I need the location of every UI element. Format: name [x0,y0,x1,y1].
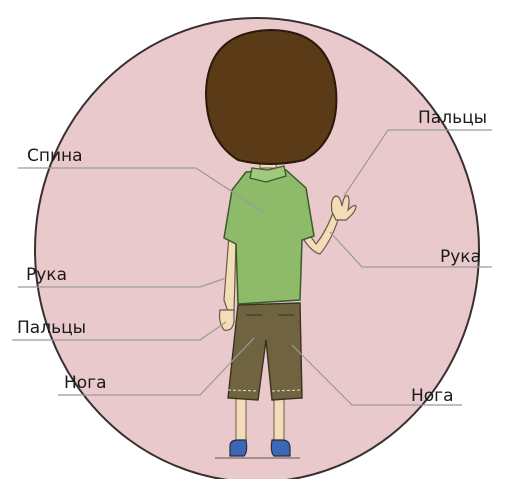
label-leg-right: Нога [411,386,454,406]
label-fingers-left: Пальцы [17,318,86,338]
label-leg-left: Нога [64,373,107,393]
label-fingers-right: Пальцы [418,108,487,128]
shirt [224,170,314,304]
label-arm-left: Рука [26,265,67,285]
hair [206,30,336,164]
label-arm-right: Рука [440,247,481,267]
label-back: Спина [27,146,83,166]
left-fingers [220,310,235,330]
